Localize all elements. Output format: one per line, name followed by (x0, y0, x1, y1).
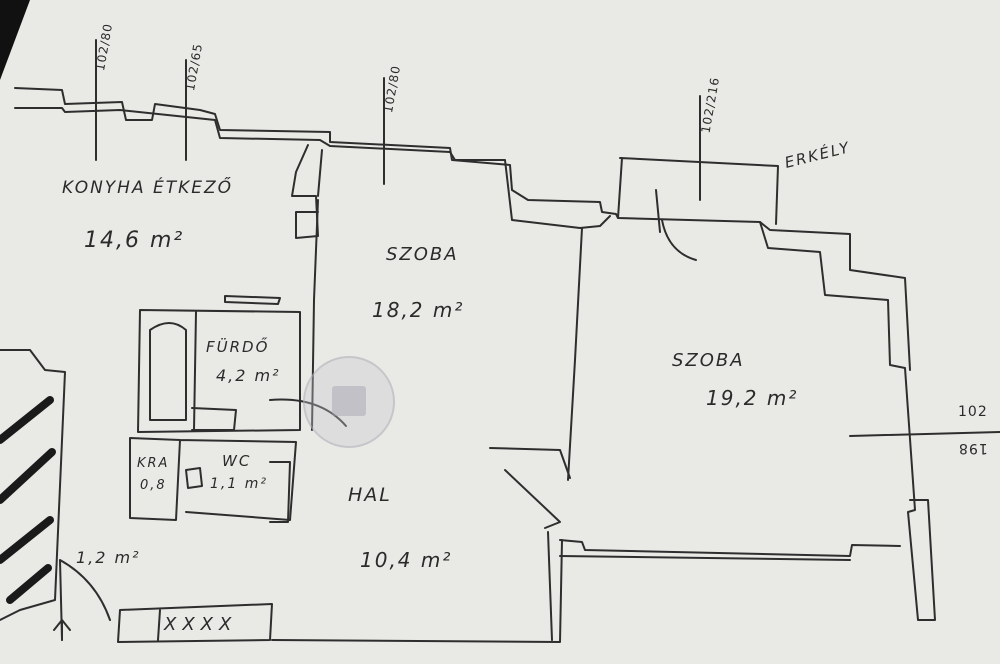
room-area-wc: 1,1 m² (210, 476, 268, 492)
wc-shelf (269, 461, 291, 523)
balcony-door-swing (661, 219, 697, 261)
dimension-5-bottom: 198 (958, 440, 988, 456)
toilet (185, 467, 203, 489)
pantry-wc-walls (129, 437, 297, 521)
wall-szoba-szoba (567, 227, 583, 481)
room-label-wc: WC (222, 452, 252, 470)
room-label-bathroom: FÜRDŐ (206, 338, 270, 356)
bathroom-walls (137, 309, 301, 433)
bathroom-shelf (224, 295, 281, 305)
room-area-kitchen: 14,6 m² (84, 228, 185, 253)
outer-wall-top-inner (14, 107, 611, 229)
dimension-1-bottom: 80 (98, 22, 116, 42)
paper-edge-shadow (0, 0, 30, 80)
outer-wall-right (759, 221, 936, 621)
dimension-3-bottom: 80 (386, 64, 404, 84)
bathtub (149, 322, 187, 421)
wall-szoba-bottom (559, 539, 901, 561)
wall-hal-partition (489, 447, 571, 529)
room-area-pantry: 0,8 (140, 478, 167, 493)
room-label-kitchen: KONYHA ÉTKEZŐ (62, 178, 234, 198)
stair-hatching (0, 396, 56, 604)
room-area-szoba-2: 19,2 m² (706, 386, 799, 410)
watermark-logo (303, 356, 395, 448)
room-label-hal: HAL (348, 484, 392, 506)
washbasin (191, 407, 237, 431)
outer-wall-top (14, 87, 911, 371)
storage-label: XXXX (164, 614, 238, 635)
room-area-hal: 10,4 m² (360, 548, 453, 572)
room-label-pantry: KRA (137, 456, 170, 471)
dimension-2-bottom: 65 (188, 42, 206, 62)
storage-box (117, 603, 273, 643)
dimension-5-top: 102 (958, 404, 988, 420)
dimension-line-right (849, 431, 1000, 437)
room-area-szoba-1: 18,2 m² (372, 298, 465, 322)
wall-hal-bottom (271, 531, 563, 643)
entry-arrow (53, 619, 71, 641)
entry-area-label: 1,2 m² (76, 548, 141, 567)
house-logo-icon (332, 386, 366, 416)
room-label-szoba-2: SZOBA (672, 350, 745, 371)
balcony (617, 157, 779, 233)
neighbor-stairs (0, 349, 66, 621)
room-area-bathroom: 4,2 m² (216, 366, 281, 385)
room-label-szoba-1: SZOBA (386, 244, 459, 265)
